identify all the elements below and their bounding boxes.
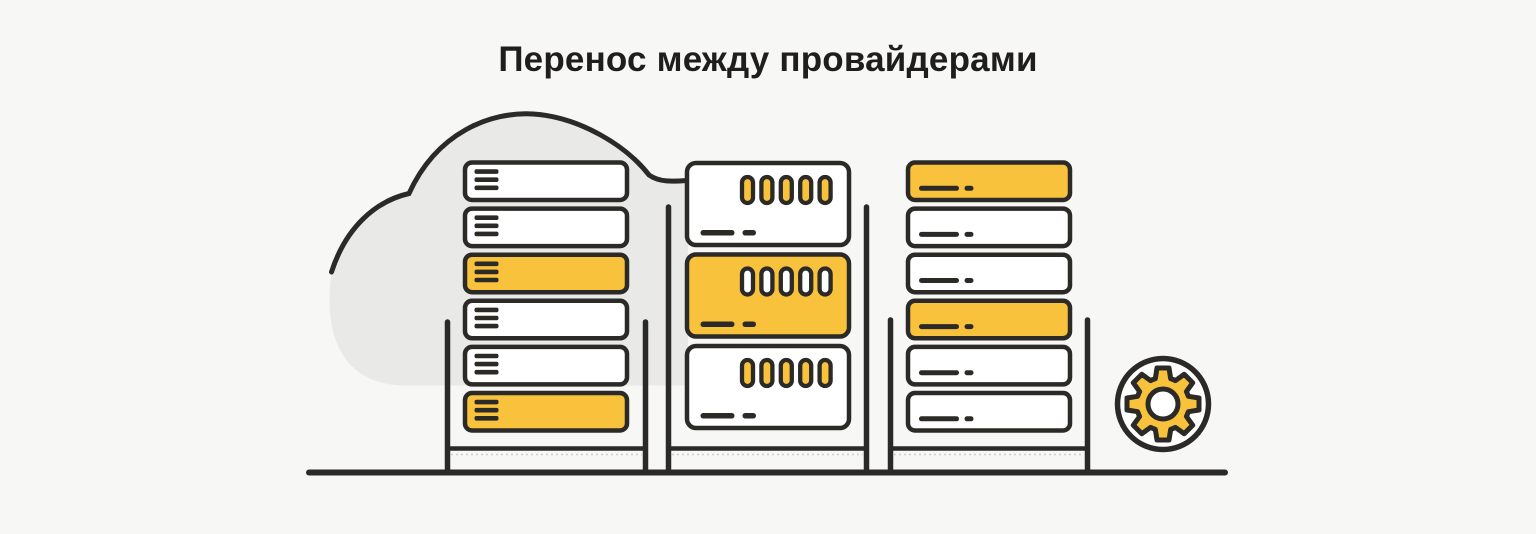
status-dash-long (919, 231, 959, 237)
status-dash-short (964, 185, 974, 191)
drive-slot (739, 266, 756, 297)
rack-left-rows (462, 160, 630, 433)
hamburger-icon (474, 315, 499, 321)
server-row (462, 390, 630, 433)
hamburger-icon (474, 353, 499, 359)
status-dash-short (742, 413, 756, 419)
status-dash-short (964, 370, 974, 376)
rack-right-rows (905, 160, 1073, 433)
status-dash-long (700, 230, 735, 236)
server-row (462, 206, 630, 249)
drive-slot (817, 266, 833, 297)
drive-slot (817, 174, 833, 206)
status-dash-long (919, 324, 959, 330)
status-dash-short (964, 278, 974, 283)
rack-middle (665, 160, 870, 473)
status-dash-short (742, 230, 756, 236)
status-dash-short (742, 321, 756, 327)
server-row (905, 206, 1073, 249)
hamburger-icon (474, 277, 499, 283)
drive-slot (778, 174, 794, 206)
status-dash-long (700, 413, 735, 419)
drive-slot (817, 357, 833, 389)
status-dash-long (919, 278, 959, 283)
hamburger-icon (474, 323, 499, 329)
server-row (462, 298, 630, 341)
drive-slot (739, 357, 756, 389)
hamburger-icon (474, 223, 499, 229)
hamburger-icon (474, 177, 499, 182)
status-dash-long (700, 321, 735, 327)
hamburger-icon (474, 399, 499, 405)
rack-right (887, 160, 1091, 473)
hamburger-icon (474, 416, 499, 421)
drive-slot (739, 174, 756, 206)
status-dash-long (919, 370, 959, 376)
server-row (905, 298, 1073, 341)
status-dash-long (919, 416, 959, 422)
drive-slot (759, 266, 775, 297)
cloud-outline (329, 111, 691, 275)
hamburger-icon (474, 269, 499, 275)
server-row (462, 344, 630, 387)
hamburger-icon (474, 169, 499, 174)
status-dash-short (964, 324, 974, 330)
page-title: Перенос между провайдерами (498, 40, 1038, 79)
gear-icon (1114, 355, 1212, 453)
hamburger-icon (474, 307, 499, 313)
drive-slot (778, 357, 794, 389)
drive-slot (778, 266, 794, 297)
rack-left (444, 160, 649, 473)
hamburger-icon (474, 231, 499, 237)
server-row (905, 252, 1073, 295)
server-row (462, 160, 630, 203)
drive-slot (798, 174, 814, 206)
drive-slot (759, 357, 775, 389)
hamburger-icon (474, 261, 499, 267)
gear-hole (1145, 386, 1181, 422)
drive-slot (759, 174, 775, 206)
server-row (905, 390, 1073, 433)
drive-slot (798, 357, 814, 389)
status-dash-long (919, 185, 959, 191)
hamburger-icon (474, 215, 499, 220)
hamburger-icon (474, 369, 499, 375)
server-row (462, 252, 630, 295)
hamburger-icon (474, 407, 499, 413)
status-dash-short (964, 416, 974, 422)
server-row (905, 344, 1073, 387)
drive-slot (798, 266, 814, 297)
hamburger-icon (474, 361, 499, 367)
server-row (905, 160, 1073, 203)
rack-middle-rows (684, 160, 852, 431)
status-dash-short (964, 231, 974, 237)
hamburger-icon (474, 185, 499, 191)
